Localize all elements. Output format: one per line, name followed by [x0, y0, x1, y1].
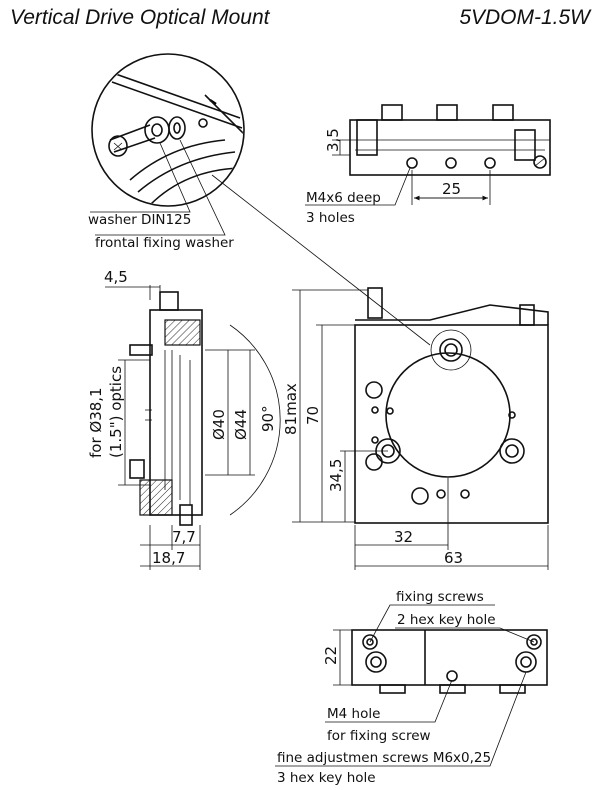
hex-key-2-label: 2 hex key hole — [397, 612, 496, 628]
washer-label: washer DIN125 — [88, 212, 191, 228]
dim-d44: Ø44 — [232, 409, 250, 440]
detail-projection-line — [211, 174, 431, 346]
dim-optics-inch: (1.5") optics — [107, 366, 125, 458]
dim-max-height: 81max — [282, 383, 300, 435]
fixing-screws-label: fixing screws — [396, 589, 484, 605]
model-number: 5VDOM-1.5W — [459, 6, 590, 29]
dim-angle: 90° — [259, 405, 277, 432]
side-view — [105, 285, 281, 570]
detail-circle-view — [90, 53, 431, 346]
dim-side-77: 7,7 — [172, 528, 196, 546]
dim-height-70: 70 — [304, 406, 322, 425]
m4-deep-label: M4x6 deep — [306, 190, 381, 206]
dim-top-height: 3,5 — [324, 128, 342, 152]
frontal-washer-leader — [95, 139, 226, 236]
washer-leader — [90, 142, 191, 213]
for-fixing-screw-label: for fixing screw — [327, 728, 431, 744]
m4-hole-label: M4 hole — [327, 706, 380, 722]
dim-height-345: 34,5 — [327, 459, 345, 492]
page-title: Vertical Drive Optical Mount — [10, 6, 270, 29]
dim-d40: Ø40 — [210, 409, 228, 440]
front-view — [292, 287, 549, 570]
frontal-washer-label: frontal fixing washer — [95, 235, 234, 251]
dim-top-spacing: 25 — [442, 180, 461, 198]
dim-width-63: 63 — [444, 549, 463, 567]
dim-side-top: 4,5 — [104, 268, 128, 286]
fine-adjust-label: fine adjustmen screws M6x0,25 — [277, 750, 491, 766]
dim-width-32: 32 — [394, 528, 413, 546]
top-view — [305, 104, 551, 206]
dim-bottom-22: 22 — [322, 646, 340, 665]
hex-key-3-label: 3 hex key hole — [277, 770, 376, 786]
dim-optics-dia: for Ø38,1 — [87, 387, 105, 458]
dim-side-187: 18,7 — [152, 549, 185, 567]
three-holes-label: 3 holes — [306, 210, 355, 226]
bottom-view — [275, 604, 548, 767]
